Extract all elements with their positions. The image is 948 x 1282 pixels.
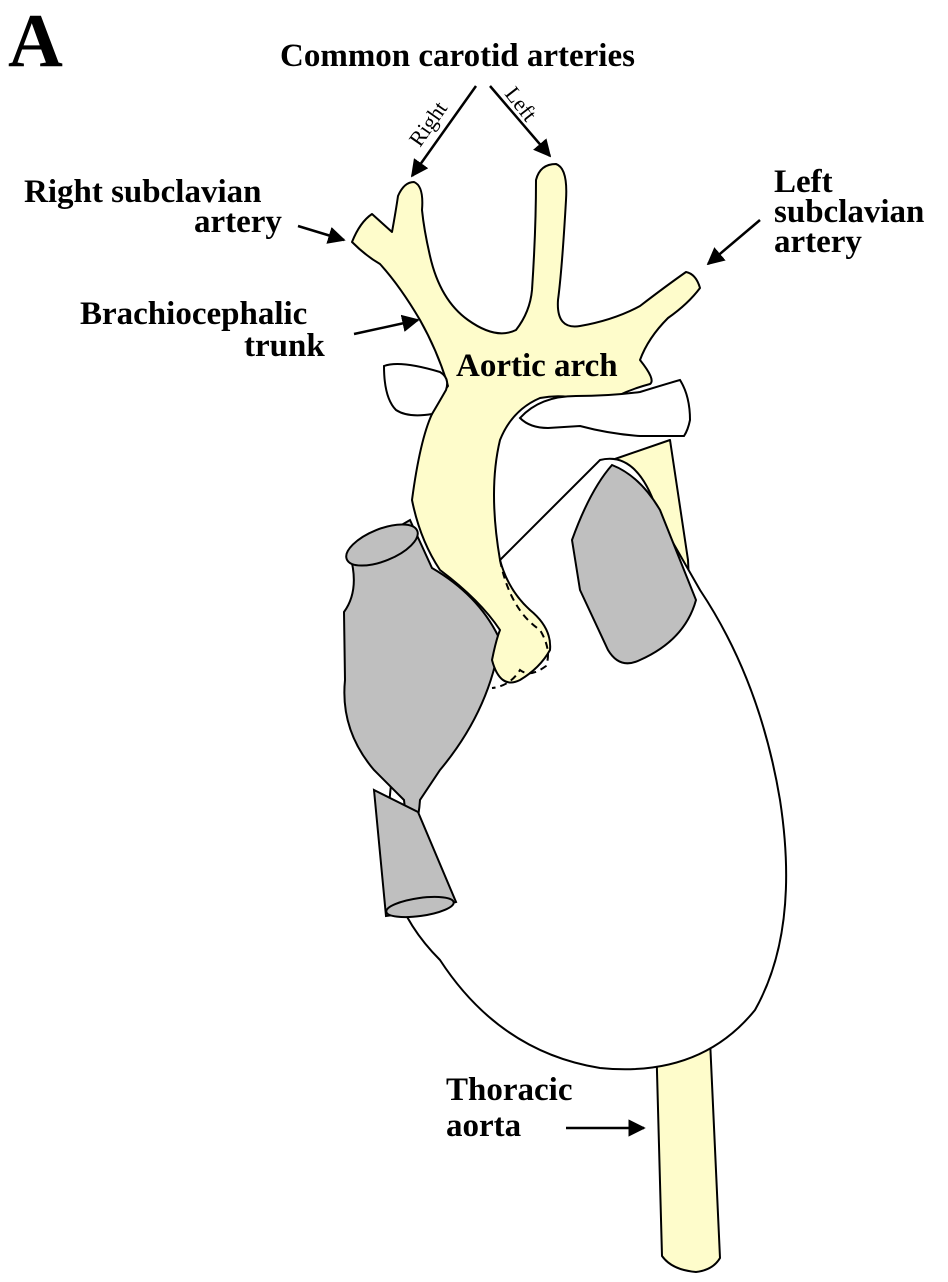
brachiocephalic-label-line2: trunk (244, 328, 325, 364)
left-subclavian-arrow (708, 220, 760, 264)
right-carotid-label: Right (404, 96, 453, 150)
left-subclavian-label-line3: artery (774, 224, 862, 260)
brachiocephalic-arrow (354, 320, 418, 334)
right-subclavian-label-line2: artery (194, 204, 282, 240)
panel-letter: A (8, 0, 63, 83)
right-subclavian-arrow (298, 226, 344, 240)
left-carotid-label: Left (500, 82, 542, 126)
thoracic-aorta-label-line2: aorta (446, 1108, 521, 1144)
aortic-arch-label: Aortic arch (456, 348, 618, 384)
common-carotid-label: Common carotid arteries (280, 38, 635, 74)
brachiocephalic-label-line1: Brachiocephalic (80, 296, 307, 332)
thoracic-aorta-label-line1: Thoracic (446, 1072, 572, 1108)
